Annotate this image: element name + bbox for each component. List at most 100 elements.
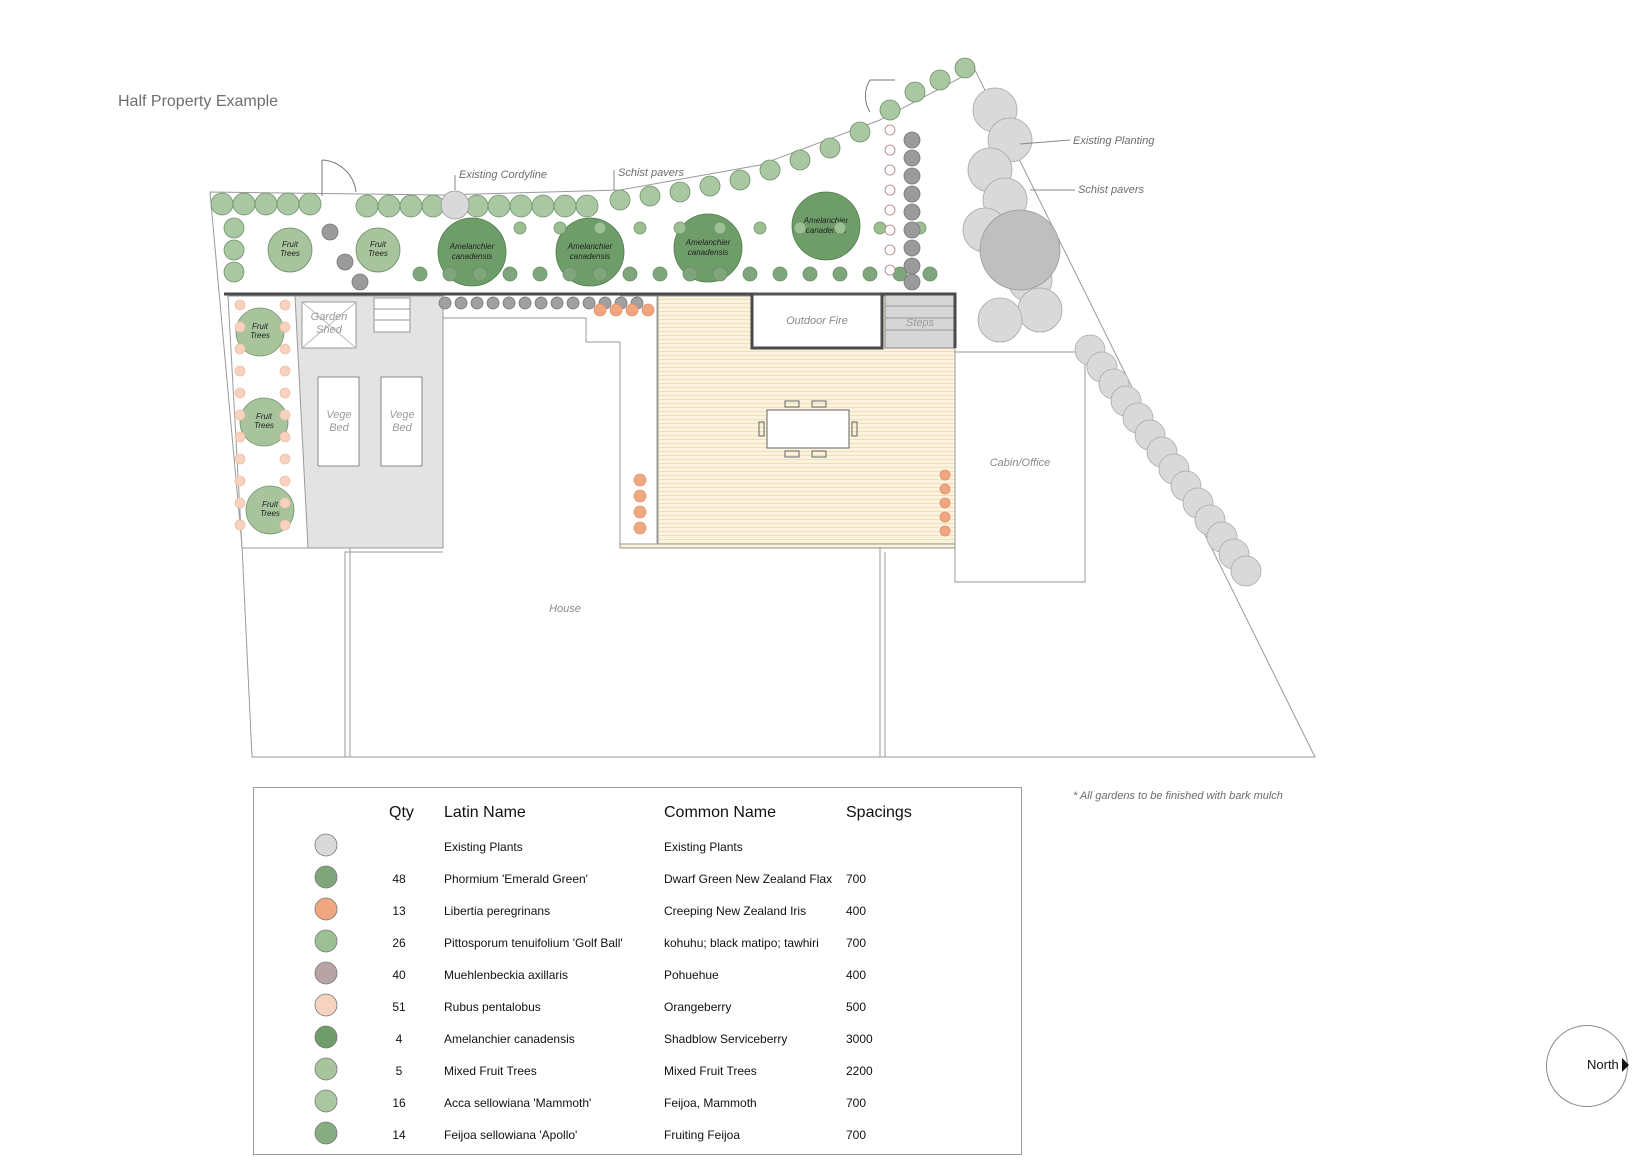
fruit-tree-label: Fruit bbox=[256, 412, 273, 421]
north-label: North bbox=[1587, 1057, 1619, 1072]
legend-latin-name: Muehlenbeckia axillaris bbox=[444, 968, 569, 982]
existing-cordyline bbox=[440, 190, 470, 220]
hedge-shrub bbox=[254, 192, 278, 216]
rubus-plant bbox=[234, 475, 246, 487]
label-schist-pavers-right: Schist pavers bbox=[1078, 184, 1145, 196]
label-cabin-office: Cabin/Office bbox=[990, 457, 1051, 469]
rubus-plant bbox=[234, 453, 246, 465]
phormium-plant bbox=[742, 266, 758, 282]
rubus-plant bbox=[234, 409, 246, 421]
muehlenbeckia-plant bbox=[884, 124, 896, 136]
legend-qty: 14 bbox=[392, 1128, 406, 1142]
fruit-tree bbox=[355, 227, 401, 273]
rubus-plant bbox=[279, 321, 291, 333]
legend-qty: 40 bbox=[392, 968, 406, 982]
schist-paver bbox=[486, 296, 500, 310]
phormium-plant bbox=[472, 266, 488, 282]
phormium-plant bbox=[562, 266, 578, 282]
schist-paver bbox=[321, 223, 339, 241]
legend-common-name: Shadblow Serviceberry bbox=[664, 1032, 788, 1046]
legend-qty: 48 bbox=[392, 872, 406, 886]
rubus-plant bbox=[279, 475, 291, 487]
legend-header-qty: Qty bbox=[389, 804, 414, 821]
vege-bed-b bbox=[380, 376, 423, 467]
hedge-shrub bbox=[929, 69, 951, 91]
amelanchier-icon bbox=[314, 1025, 338, 1049]
amelanchier-label: Amelanchier bbox=[685, 238, 731, 247]
hedge-shrub bbox=[729, 169, 751, 191]
label-garden-shed-1: Garden bbox=[311, 311, 348, 323]
legend-common-name: Fruiting Feijoa bbox=[664, 1128, 741, 1142]
hedge-shrub bbox=[223, 261, 245, 283]
rubus-plant bbox=[234, 387, 246, 399]
pittosporum-plant bbox=[753, 221, 767, 235]
schist-paver bbox=[903, 185, 921, 203]
hedge-shrub bbox=[210, 192, 234, 216]
amelanchier-label: canadensis bbox=[570, 252, 610, 261]
house-inner-line bbox=[344, 551, 443, 757]
north-indicator: North bbox=[1546, 1025, 1629, 1107]
schist-paver bbox=[903, 221, 921, 239]
hedge-shrub bbox=[575, 194, 599, 218]
pittosporum-plant bbox=[513, 221, 527, 235]
muehlenbeckia-plant bbox=[884, 204, 896, 216]
phormium-plant bbox=[832, 266, 848, 282]
rubus-plant bbox=[234, 519, 246, 531]
legend-qty: 4 bbox=[395, 1032, 403, 1046]
label-outdoor-fire: Outdoor Fire bbox=[786, 315, 848, 327]
hedge-shrub bbox=[531, 194, 555, 218]
legend-latin-name: Existing Plants bbox=[444, 840, 523, 854]
legend-spacing: 700 bbox=[846, 1096, 867, 1110]
legend-latin-name: Rubus pentalobus bbox=[444, 1000, 541, 1014]
legend-common-name: Pohuehue bbox=[664, 968, 719, 982]
pittosporum-plant bbox=[633, 221, 647, 235]
schist-paver bbox=[903, 167, 921, 185]
schist-paver bbox=[351, 273, 369, 291]
existing-tree bbox=[1017, 287, 1063, 333]
planting-layer: FruitTreesFruitTreesFruitTreesFruitTrees… bbox=[210, 57, 1262, 587]
hedge-shrub bbox=[904, 81, 926, 103]
existing-shrub bbox=[1230, 555, 1262, 587]
schist-paver bbox=[336, 253, 354, 271]
rubus-plant bbox=[279, 299, 291, 311]
legend-row: 48 Phormium 'Emerald Green' Dwarf Green Ne… bbox=[254, 864, 1021, 896]
legend-spacing: 400 bbox=[846, 968, 867, 982]
rubus-plant bbox=[234, 365, 246, 377]
amelanchier-label: canadensis bbox=[452, 252, 492, 261]
fruit-tree-icon bbox=[314, 1057, 338, 1081]
legend-latin-name: Feijoa sellowiana 'Apollo' bbox=[444, 1128, 578, 1142]
legend-spacing: 500 bbox=[846, 1000, 867, 1014]
legend-spacing: 2200 bbox=[846, 1064, 873, 1078]
legend-common-name: Existing Plants bbox=[664, 840, 743, 854]
pittosporum-plant bbox=[593, 221, 607, 235]
schist-paver bbox=[903, 257, 921, 275]
legend-qty: 5 bbox=[395, 1064, 403, 1078]
legend-common-name: Dwarf Green New Zealand Flax bbox=[664, 872, 833, 886]
muehlenbeckia-plant bbox=[884, 224, 896, 236]
legend-row: Existing Plants Existing Plants bbox=[254, 832, 1021, 864]
schist-paver bbox=[903, 203, 921, 221]
hedge-shrub bbox=[954, 57, 976, 79]
legend-spacing: 700 bbox=[846, 872, 867, 886]
muehlenbeckia-plant bbox=[884, 164, 896, 176]
label-vege-bed-b-1: Vege bbox=[389, 409, 414, 421]
vege-bed-a bbox=[317, 376, 360, 467]
phormium-plant bbox=[592, 266, 608, 282]
legend-qty: 13 bbox=[392, 904, 406, 918]
legend-latin-name: Mixed Fruit Trees bbox=[444, 1064, 537, 1078]
amelanchier-label: Amelanchier bbox=[567, 242, 613, 251]
gate-top bbox=[864, 79, 895, 113]
acca-icon bbox=[314, 1089, 338, 1113]
label-vege-bed-a-1: Vege bbox=[326, 409, 351, 421]
libertia-plant bbox=[633, 505, 647, 519]
legend-latin-name: Phormium 'Emerald Green' bbox=[444, 872, 588, 886]
legend-row: 14 Feijoa sellowiana 'Apollo' Fruiting Fei… bbox=[254, 1120, 1021, 1152]
pittosporum-plant bbox=[793, 221, 807, 235]
rubus-plant bbox=[234, 343, 246, 355]
legend-header-common: Common Name bbox=[664, 804, 777, 821]
rubus-plant bbox=[279, 365, 291, 377]
rubus-plant bbox=[279, 409, 291, 421]
legend-common-name: Feijoa, Mammoth bbox=[664, 1096, 757, 1110]
